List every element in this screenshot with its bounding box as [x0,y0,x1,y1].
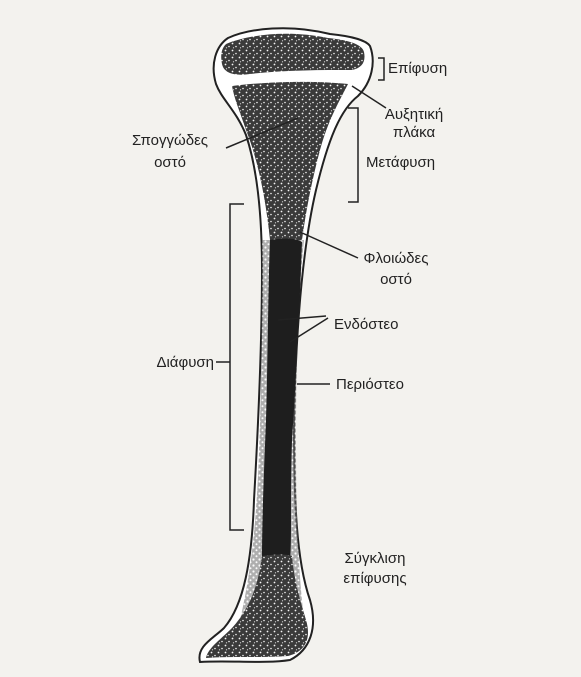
label-metaphysis: Μετάφυση [366,154,435,172]
label-growth-plate-line2: πλάκα [382,124,446,142]
label-epiphysis: Επίφυση [388,60,447,78]
label-growth-plate-line1: Αυξητική [382,106,446,124]
label-spongy-line2: οστό [120,154,220,172]
label-fusion-line1: Σύγκλιση [330,550,420,568]
epiphysis-bracket [378,58,384,80]
label-periosteum: Περιόστεο [336,376,404,394]
metaphysis-region [232,82,348,240]
label-diaphysis: Διάφυση [118,354,214,372]
label-fusion-line2: επίφυσης [330,570,420,588]
metaphysis-bracket [348,108,358,202]
label-spongy-line1: Σπογγώδες [120,132,220,150]
label-cortical-line2: οστό [356,271,436,289]
label-endosteum: Ενδόστεο [334,316,398,334]
cortical-bone-pointer [300,232,358,258]
label-cortical-line1: Φλοιώδες [356,250,436,268]
diaphysis-bracket [230,204,244,530]
